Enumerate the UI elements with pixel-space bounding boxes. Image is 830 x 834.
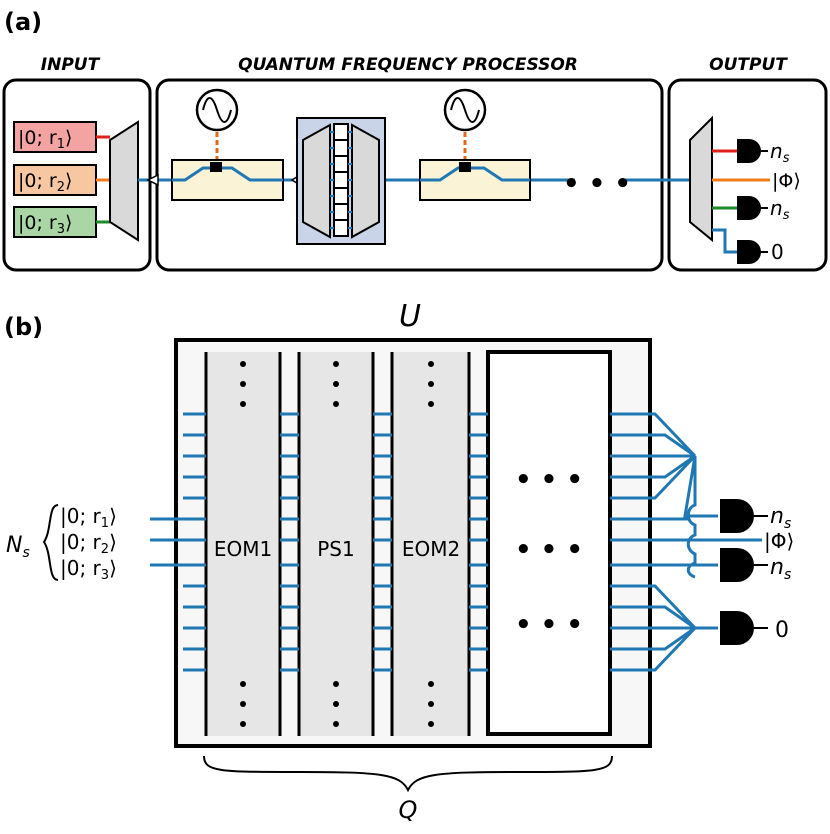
column-label-eom2: EOM2 bbox=[402, 537, 460, 561]
output-b-3: ns bbox=[770, 555, 791, 583]
input-title: INPUT bbox=[41, 55, 101, 75]
unitary-label: U bbox=[399, 299, 421, 334]
svg-text:|0; r1⟩: |0; r1⟩ bbox=[18, 127, 72, 152]
ellipsis-b-3: • • • bbox=[515, 610, 583, 640]
output-routing bbox=[610, 412, 762, 672]
detector-b-3-icon bbox=[720, 548, 754, 582]
detector-b-4-icon bbox=[720, 611, 754, 645]
detector-3-icon bbox=[737, 196, 761, 220]
detector-b-1-icon bbox=[720, 499, 754, 533]
panel-a-label: (a) bbox=[4, 8, 42, 36]
ps1-column bbox=[297, 352, 375, 736]
pulse-shaper bbox=[296, 117, 386, 245]
svg-text:|0; r2⟩: |0; r2⟩ bbox=[18, 170, 72, 195]
input-box bbox=[2, 78, 152, 272]
eom2-column bbox=[390, 352, 471, 736]
output-channels bbox=[712, 139, 770, 264]
panel-b-label: (b) bbox=[4, 313, 43, 341]
output-b-2: |Φ⟩ bbox=[764, 529, 794, 553]
input-b-3: |0; r3⟩ bbox=[60, 556, 117, 583]
input-state-2: |0; r2⟩ bbox=[13, 164, 110, 196]
column-dots bbox=[240, 361, 434, 727]
column-label-ps1: PS1 bbox=[317, 537, 354, 561]
ellipsis-b-2: • • • bbox=[515, 535, 583, 565]
output-a-3: ns bbox=[770, 196, 790, 223]
eom1-column bbox=[204, 352, 282, 736]
output-demultiplexer bbox=[689, 115, 713, 243]
input-multiplexer bbox=[109, 120, 139, 242]
q-brace bbox=[203, 755, 613, 793]
input-b-2: |0; r2⟩ bbox=[60, 530, 117, 557]
input-b-1: |0; r1⟩ bbox=[60, 504, 117, 531]
ellipsis-a: • • • bbox=[563, 169, 631, 199]
processor-title: QUANTUM FREQUENCY PROCESSOR bbox=[238, 55, 578, 75]
detector-4-icon bbox=[737, 240, 761, 264]
output-title: OUTPUT bbox=[709, 55, 788, 75]
output-a-1: ns bbox=[770, 139, 790, 166]
mode-lines bbox=[150, 412, 488, 672]
eom-2 bbox=[419, 88, 531, 201]
column-label-eom1: EOM1 bbox=[214, 537, 272, 561]
output-box bbox=[667, 78, 828, 272]
output-a-4: 0 bbox=[771, 240, 784, 264]
remaining-layers-box bbox=[486, 350, 612, 736]
output-b-4: 0 bbox=[775, 618, 789, 643]
output-b-1: ns bbox=[770, 504, 791, 532]
q-label: Q bbox=[399, 796, 418, 824]
ellipsis-b-1: • • • bbox=[515, 465, 583, 495]
ns-label: Ns bbox=[6, 533, 30, 561]
input-state-1: |0; r1⟩ bbox=[13, 121, 110, 153]
svg-text:|0; r3⟩: |0; r3⟩ bbox=[18, 212, 72, 237]
input-state-3: |0; r3⟩ bbox=[13, 206, 110, 238]
output-a-2: |Φ⟩ bbox=[772, 170, 801, 192]
ns-brace bbox=[42, 504, 59, 581]
detector-1-icon bbox=[737, 139, 761, 163]
eom-1 bbox=[171, 88, 284, 201]
